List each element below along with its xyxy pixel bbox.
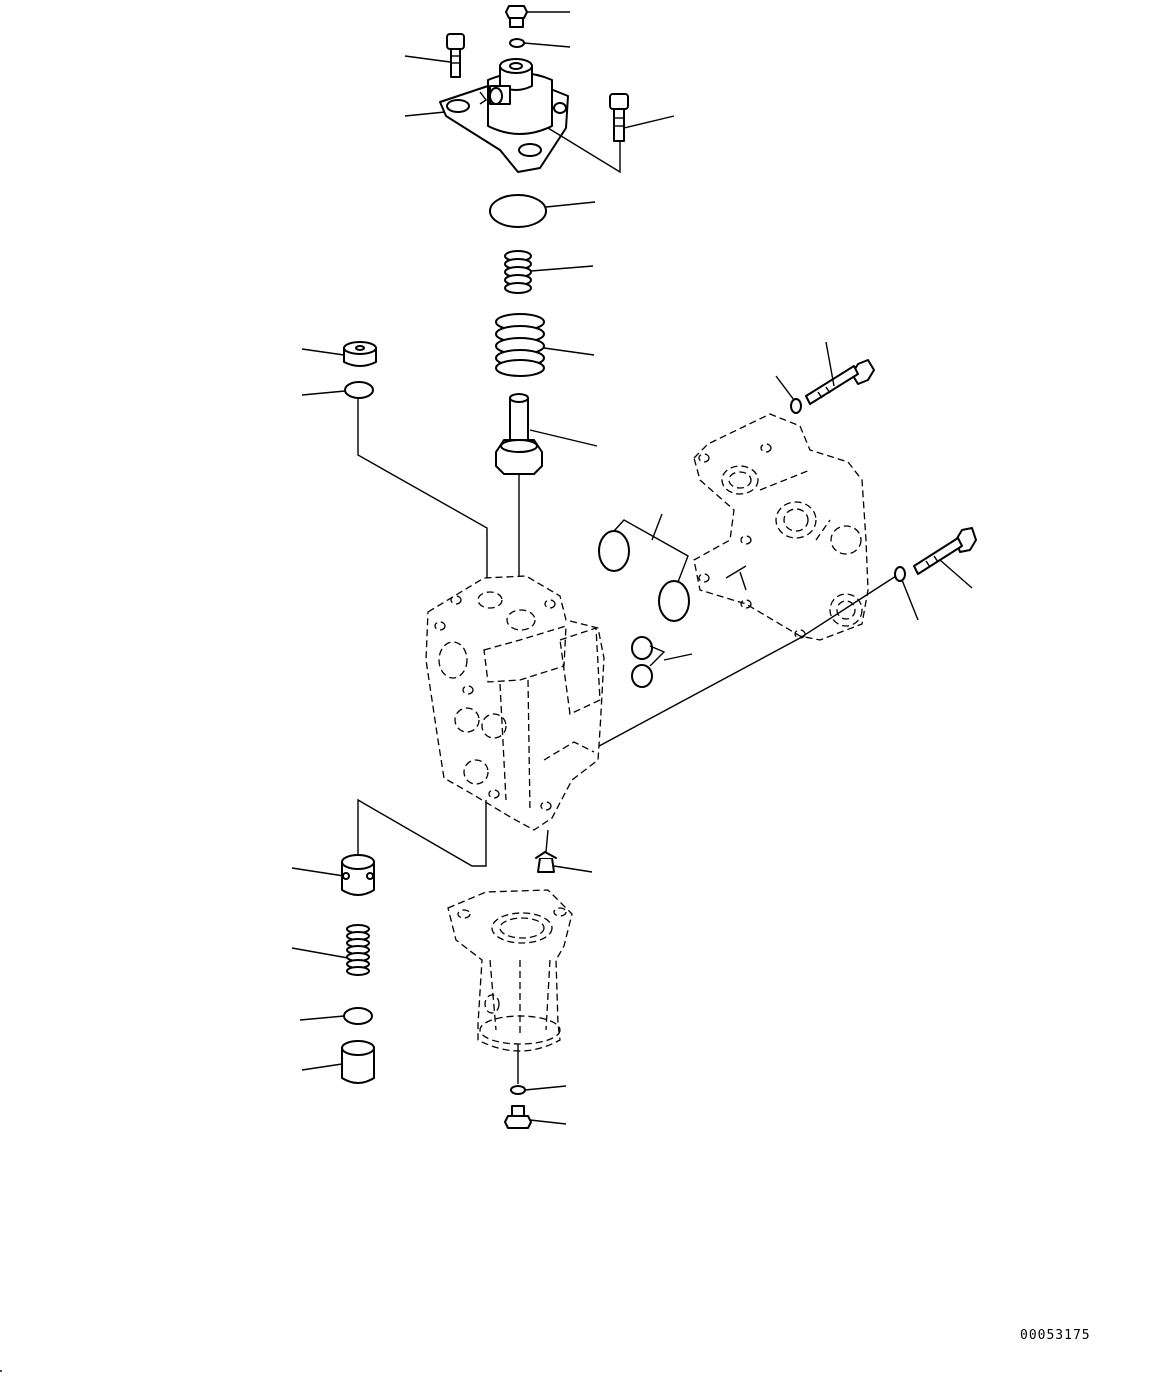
- small-o-rings-pair[interactable]: [631, 636, 693, 688]
- valve-cover-flange[interactable]: [404, 58, 621, 174]
- cover-socket-bolt-left[interactable]: [404, 33, 465, 78]
- body-plug[interactable]: [535, 829, 593, 873]
- lower-piston[interactable]: [291, 798, 487, 896]
- housing-bolt-upper[interactable]: [805, 341, 875, 405]
- center-valve-body: [425, 575, 605, 831]
- housing-bolt-lower[interactable]: [913, 527, 977, 589]
- right-valve-housing: [693, 413, 869, 641]
- flange-o-rings[interactable]: [598, 513, 690, 622]
- lower-spring[interactable]: [291, 924, 370, 976]
- top-plug-bolt[interactable]: [505, 5, 570, 28]
- housing-washer-upper[interactable]: [775, 375, 802, 414]
- plug-o-ring[interactable]: [301, 381, 488, 580]
- valve-spool[interactable]: [495, 393, 598, 578]
- top-o-ring[interactable]: [509, 38, 571, 48]
- housing-washer-lower[interactable]: [587, 566, 919, 753]
- small-spring[interactable]: [504, 250, 594, 294]
- lower-valve-cover: [447, 889, 573, 1084]
- lower-o-ring[interactable]: [299, 1007, 373, 1025]
- lower-cap[interactable]: [301, 1040, 375, 1084]
- drawing-number: 00053175: [1020, 1328, 1091, 1343]
- cover-socket-bolt-right[interactable]: [609, 93, 675, 142]
- large-o-ring[interactable]: [489, 194, 596, 228]
- plug-cap[interactable]: [301, 341, 377, 367]
- bottom-plug-bolt[interactable]: [504, 1105, 567, 1129]
- large-spring[interactable]: [495, 313, 595, 377]
- bottom-o-ring[interactable]: [510, 1085, 567, 1095]
